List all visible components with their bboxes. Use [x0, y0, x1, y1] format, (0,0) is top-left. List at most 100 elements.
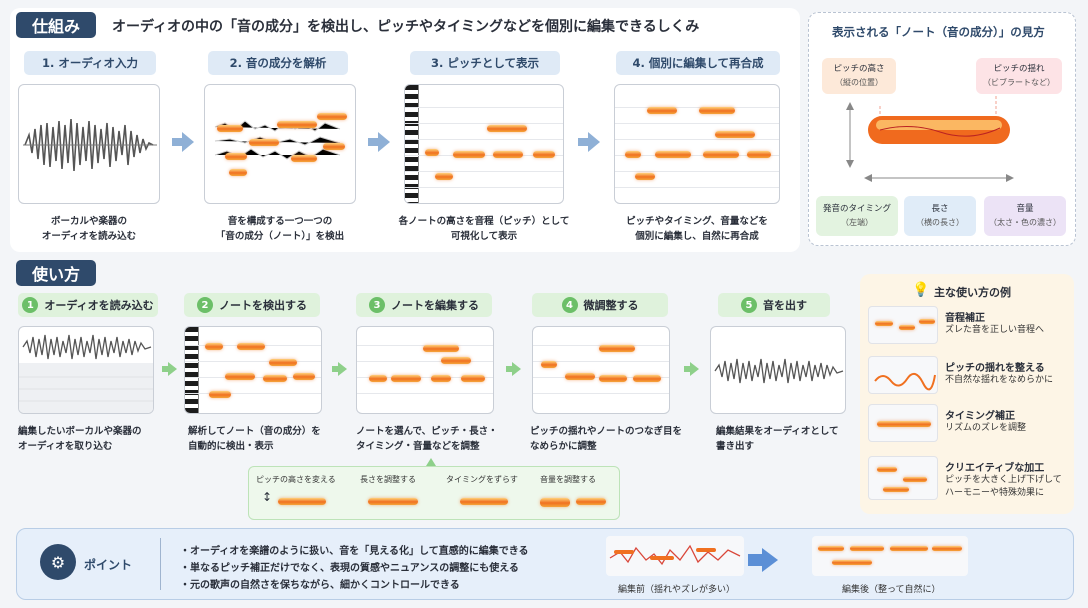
legend-length: 長さ（横の長さ） — [904, 196, 976, 236]
note — [237, 343, 265, 350]
note — [278, 498, 326, 505]
note — [423, 345, 459, 352]
point-divider — [160, 538, 161, 590]
note — [599, 345, 635, 352]
mech-arrow-3 — [578, 132, 600, 152]
example-thumb — [868, 306, 938, 344]
note — [209, 391, 231, 398]
note — [263, 375, 287, 382]
note — [703, 151, 739, 158]
mech-step4-title: 4. 個別に編集して再合成 — [616, 51, 780, 75]
note — [291, 155, 317, 162]
analysis-card — [204, 84, 356, 204]
legend-volume: 音量（太さ・色の濃さ） — [984, 196, 1066, 236]
mech-step3-caption: 各ノートの高さを音程（ピッチ）として可視化して表示 — [398, 216, 570, 242]
note — [369, 375, 387, 382]
note — [655, 151, 691, 158]
usage-load-waveform — [19, 334, 153, 413]
usage-step2-caption: 解析してノート（音の成分）を自動的に検出・表示 — [188, 426, 321, 452]
note — [269, 359, 297, 366]
usage-step1-caption: 編集したいボーカルや楽器のオーディオを取り込む — [18, 426, 142, 452]
note — [540, 498, 570, 507]
before-after-arrow-icon — [762, 548, 778, 572]
waveform-card — [18, 84, 160, 204]
example-thumb — [868, 404, 938, 442]
mech-step2-caption: 音を構成する一つ一つの「音の成分（ノート）」を検出 — [215, 216, 345, 242]
examples-title: 主な使い方の例 — [934, 286, 1011, 299]
example-creative-processing: クリエイティブな加工 ピッチを大きく上げ下げしてハーモニーや特殊効果に — [868, 456, 1068, 504]
example-pitch-correction: 音程補正 ズレた音を正しい音程へ — [868, 306, 1068, 344]
note — [441, 357, 471, 364]
note — [576, 498, 606, 505]
point-label: ポイント — [84, 558, 133, 572]
mechanism-badge: 仕組み — [16, 12, 96, 38]
usage-load-card — [18, 326, 154, 414]
edit-card — [614, 84, 780, 204]
note — [435, 173, 453, 180]
pitch-view-card — [404, 84, 564, 204]
note — [249, 139, 279, 146]
legend-timing: 発音のタイミング（左端） — [816, 196, 898, 236]
note — [633, 375, 661, 382]
usage-fine-tune-card — [532, 326, 670, 414]
usage-arrow-1 — [162, 362, 177, 376]
note — [699, 107, 735, 114]
usage-step5-caption: 編集結果をオーディオとして書き出す — [716, 426, 839, 452]
lightbulb-icon: 💡 — [912, 282, 930, 298]
arrow-shaft — [748, 554, 764, 566]
example-timing-correction: タイミング補正 リズムのズレを調整 — [868, 404, 1068, 442]
edit-ops-panel — [248, 466, 620, 520]
note — [460, 498, 508, 505]
note — [625, 151, 641, 158]
mech-arrow-1 — [172, 132, 194, 152]
usage-step3-caption: ノートを選んで、ピッチ・長さ・タイミング・音量などを調整 — [356, 426, 498, 452]
before-caption: 編集前（揺れやズレが多い） — [618, 585, 736, 595]
note — [225, 373, 255, 380]
note — [391, 375, 421, 382]
mechanism-headline: オーディオの中の「音の成分」を検出し、ピッチやタイミングなどを個別に編集できるし… — [112, 19, 700, 35]
note — [487, 125, 527, 132]
note — [323, 143, 345, 150]
usage-step4-caption: ピッチの揺れやノートのつなぎ目をなめらかに調整 — [530, 426, 683, 452]
usage-edit-card — [356, 326, 494, 414]
note — [493, 151, 523, 158]
note — [431, 375, 451, 382]
piano-keys — [405, 85, 419, 203]
note — [368, 498, 418, 505]
export-waveform — [714, 358, 844, 384]
before-thumb — [606, 536, 744, 576]
note — [635, 173, 655, 180]
note — [217, 125, 243, 132]
legend-pitch-wobble: ピッチの揺れ（ビブラートなど） — [976, 58, 1062, 94]
usage-arrow-4 — [684, 362, 699, 376]
mech-step4-caption: ピッチやタイミング、音量などを個別に編集し、自然に再合成 — [626, 216, 768, 242]
point-bullet-1: ・オーディオを楽譜のように扱い、音を「見える化」して直感的に編集できる — [180, 546, 529, 557]
edit-op-pitch: ピッチの高さを変える ↕ — [256, 475, 336, 505]
legend-title: 表示される「ノート（音の成分）」の見方 — [832, 25, 1045, 39]
note — [541, 361, 557, 368]
edit-op-timing: タイミングをずらす — [446, 474, 530, 505]
point-bullet-2: ・単なるピッチ補正だけでなく、表現の質感やニュアンスの調整にも使える — [180, 563, 519, 574]
mech-step1-caption: ボーカルや楽器のオーディオを読み込む — [41, 216, 137, 242]
legend-pitch-height: ピッチの高さ（縦の位置） — [822, 58, 896, 94]
note — [565, 373, 595, 380]
waveform-graphic — [23, 118, 157, 172]
note — [599, 375, 627, 382]
mech-step2-title: 2. 音の成分を解析 — [208, 51, 348, 75]
note — [715, 131, 755, 138]
note — [747, 151, 771, 158]
edit-op-length: 長さを調整する — [360, 474, 444, 505]
note — [229, 169, 247, 176]
pitch-updown-icon: ↕ — [262, 490, 273, 504]
after-thumb — [812, 536, 968, 576]
mech-step3-title: 3. ピッチとして表示 — [410, 51, 560, 75]
note — [225, 153, 247, 160]
usage-arrow-3 — [506, 362, 521, 376]
after-caption: 編集後（整って自然に） — [842, 585, 941, 595]
note — [293, 373, 315, 380]
edit-op-volume: 音量を調整する — [540, 474, 618, 507]
